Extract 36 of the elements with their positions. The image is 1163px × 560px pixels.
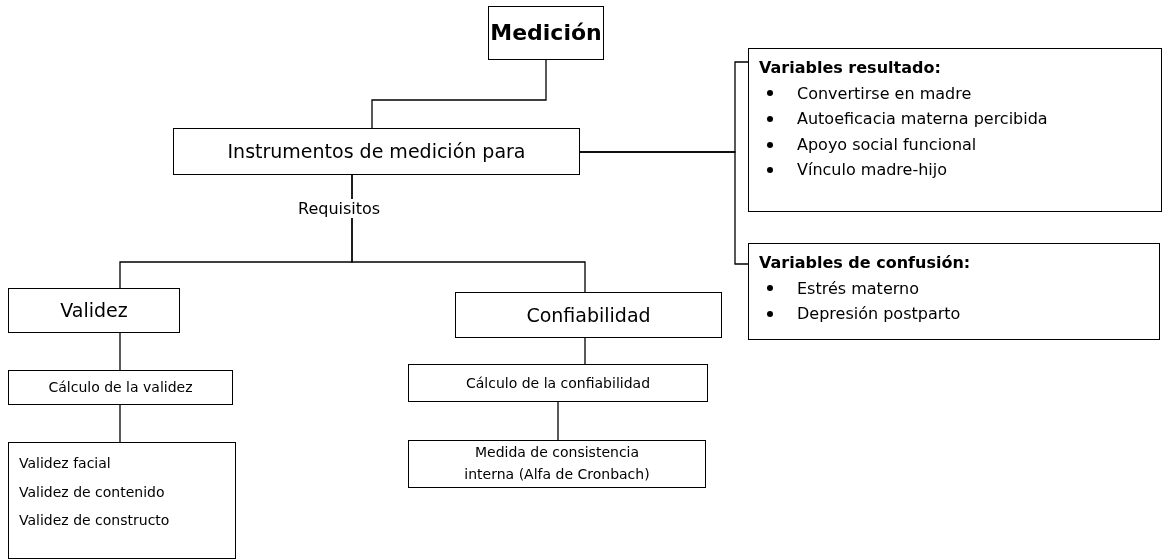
list-item: Validez de constructo [19,511,171,531]
bullet-item: Vínculo madre-hijo [797,159,947,182]
node-label: Medición [489,19,603,47]
connector-line [351,174,586,293]
connector-line [371,59,547,129]
process-box [455,292,722,338]
list-box [8,442,236,559]
node-label: Cálculo de la confiabilidad [465,374,651,392]
process-box [8,288,180,333]
list-box [748,243,1160,340]
bullet-item: Autoeficacia materna percibida [797,108,1048,131]
node-label: Instrumentos de medición para [226,140,527,163]
node-label: Validez [59,299,129,322]
bullet-item: Apoyo social funcional [797,133,977,156]
list-heading: Variables de confusión: [759,252,972,274]
edge-label: Requisitos [296,199,383,218]
list-heading: Variables resultado: [759,57,942,79]
connector-line [584,337,586,365]
bullet-item: Convertirse en madre [797,82,972,105]
bullet-item: Depresión postparto [797,303,961,326]
connector-line [119,404,121,443]
node-label: Confiabilidad [525,303,652,327]
list-item: Validez facial [19,454,112,473]
connector-line [579,151,749,265]
process-box [488,6,604,60]
process-box [408,440,706,488]
connector-line [557,401,559,441]
connector-line [119,332,121,371]
node-label: Medida de consistencia interna (Alfa de Cronbach) [463,443,651,484]
process-box [408,364,708,402]
node-label: Cálculo de la validez [47,379,194,396]
list-box [748,48,1162,212]
process-box [173,128,580,175]
process-box [8,370,233,405]
bullet-item: Estrés materno [797,277,919,300]
list-item: Validez de contenido [19,482,166,502]
